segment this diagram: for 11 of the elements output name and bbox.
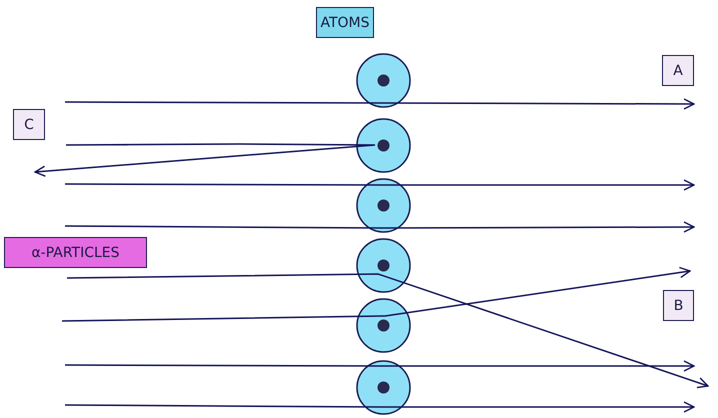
atom-drawing xyxy=(356,118,411,173)
atom-drawing xyxy=(356,238,411,293)
atom-drawing xyxy=(356,53,411,108)
atom-drawing xyxy=(356,178,411,233)
label-box: B xyxy=(663,290,694,321)
atom-drawing xyxy=(356,360,411,415)
atom-drawing xyxy=(356,298,411,353)
label-box: α-PARTICLES xyxy=(4,237,147,268)
label-box: C xyxy=(13,109,45,140)
label-box: ATOMS xyxy=(316,7,374,38)
label-box: A xyxy=(662,55,694,86)
